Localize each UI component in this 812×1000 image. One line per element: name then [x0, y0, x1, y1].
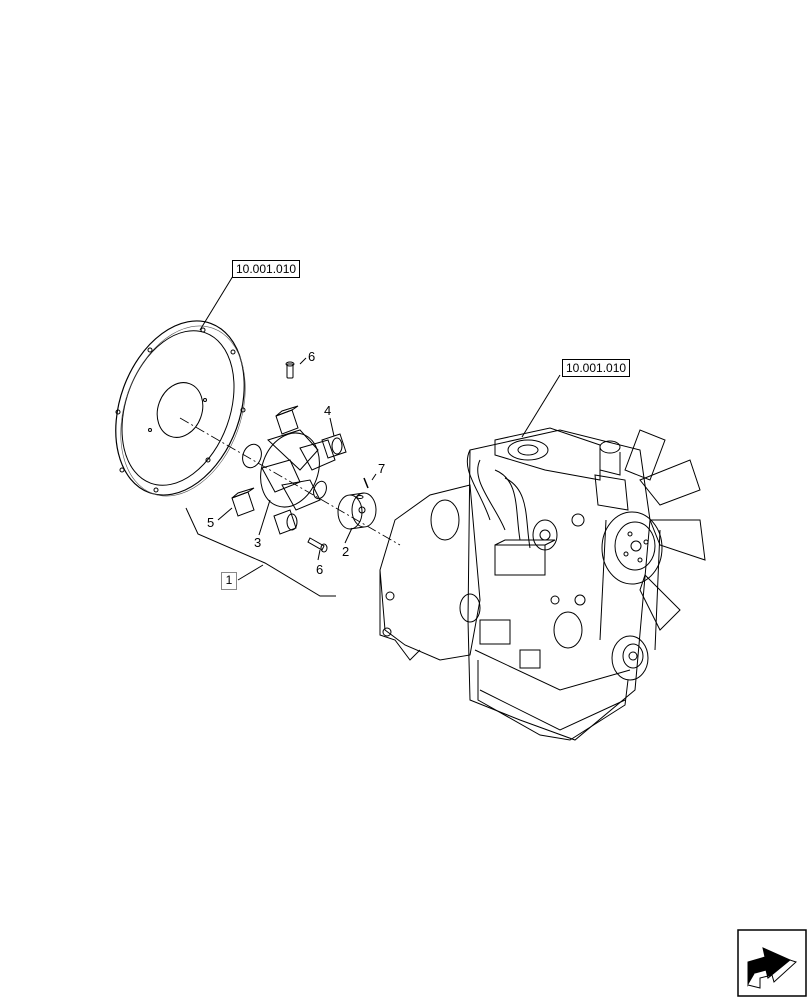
group-1-label: 1 [221, 572, 237, 590]
group-1-leader [237, 564, 264, 581]
callout-7: 7 [378, 461, 386, 476]
engine-assembly [379, 427, 706, 741]
center-axis-line [179, 417, 401, 546]
navigation-arrow-icon[interactable] [737, 929, 807, 997]
engine-ref-leader [521, 374, 561, 438]
rubber-element-bottom [273, 509, 298, 535]
bolt-top [285, 361, 295, 379]
rubber-element-4 [321, 433, 347, 459]
group-bracket-line [185, 507, 336, 597]
callout-6-bottom: 6 [316, 562, 324, 577]
rubber-element-5 [231, 487, 255, 517]
flywheel-ref-leader [199, 275, 234, 331]
flywheel [115, 320, 246, 497]
callout-3: 3 [254, 535, 262, 550]
bolt-bottom [307, 537, 328, 553]
rubber-element-top [275, 405, 299, 435]
callout-2: 2 [342, 544, 350, 559]
flywheel-reference-label[interactable]: 10.001.010 [232, 260, 301, 278]
coupling-spider [242, 429, 336, 511]
pin [363, 477, 369, 489]
callout-5: 5 [207, 515, 215, 530]
callout-6-top: 6 [308, 349, 316, 364]
hub [337, 492, 377, 530]
callout-4: 4 [324, 403, 332, 418]
engine-reference-label[interactable]: 10.001.010 [562, 359, 631, 377]
